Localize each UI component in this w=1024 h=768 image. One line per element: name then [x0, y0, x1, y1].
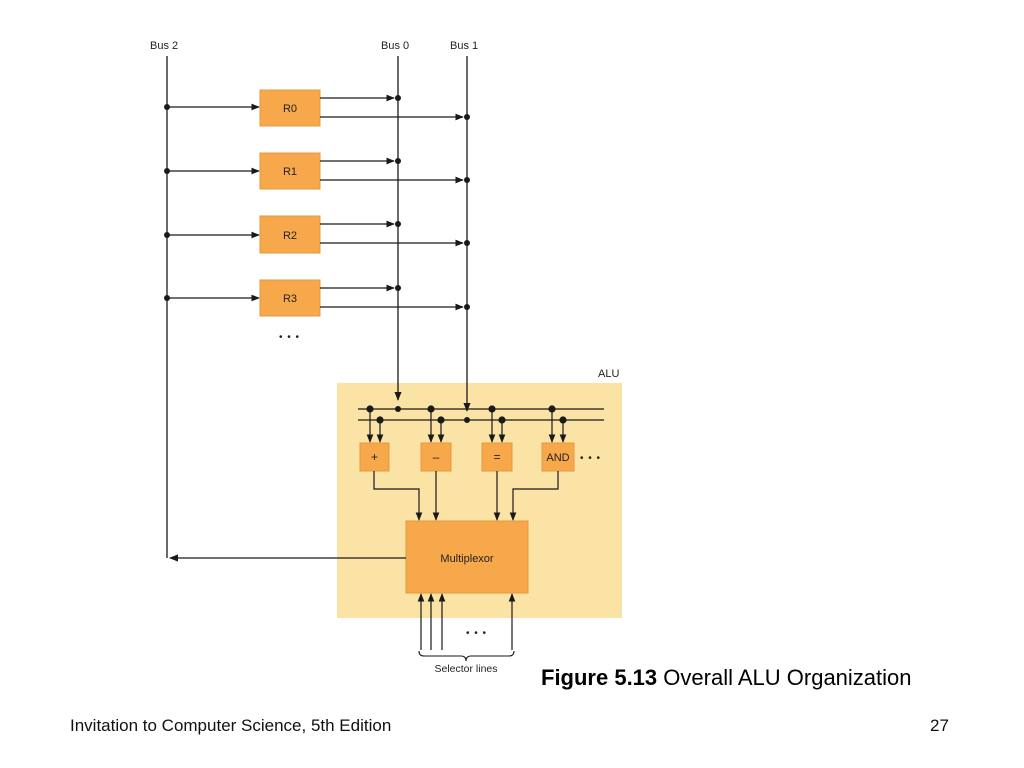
alu-label: ALU: [598, 368, 619, 380]
op-add-box: [359, 442, 390, 472]
register-r3-label: R3: [283, 293, 297, 305]
register-row-r3: R3: [164, 279, 470, 317]
register-r3: [259, 279, 321, 317]
footer-book-title: Invitation to Computer Science, 5th Edit…: [70, 716, 392, 735]
figure-title: Overall ALU Organization: [663, 665, 912, 690]
register-r2-label: R2: [283, 230, 297, 242]
register-row-r1: R1: [164, 152, 470, 190]
selector-brace: [418, 650, 515, 662]
register-r1: [259, 152, 321, 190]
op-to-mux-lines: [373, 471, 559, 521]
alu-taps: [366, 405, 567, 443]
op-and-box: [541, 442, 575, 472]
bus-2-label: Bus 2: [150, 40, 178, 52]
op-and-label: AND: [546, 452, 569, 464]
multiplexor-label: Multiplexor: [440, 553, 494, 565]
register-r0-label: R0: [283, 103, 297, 115]
register-r0: [259, 89, 321, 127]
op-subtract-box: [420, 442, 452, 472]
selector-lines-label: Selector lines: [434, 663, 497, 675]
register-ellipsis: • • •: [279, 332, 300, 343]
selector-lines: [417, 593, 516, 650]
figure-caption: Figure 5.13 Overall ALU Organization: [541, 665, 912, 691]
register-r2: [259, 215, 321, 254]
register-r1-label: R1: [283, 166, 297, 178]
multiplexor-box: [405, 520, 529, 594]
register-row-r0: R0: [164, 89, 470, 127]
op-subtract-label: –: [433, 450, 440, 464]
op-add-label: +: [371, 450, 378, 464]
bus-1-label: Bus 1: [450, 40, 478, 52]
operations-ellipsis: • • •: [580, 453, 601, 464]
bus-0-label: Bus 0: [381, 40, 409, 52]
figure-number: Figure 5.13: [541, 665, 658, 690]
op-compare-label: =: [493, 450, 500, 464]
register-row-r2: R2: [164, 215, 470, 254]
page-number: 27: [930, 716, 949, 735]
selector-ellipsis: • • •: [466, 628, 487, 639]
